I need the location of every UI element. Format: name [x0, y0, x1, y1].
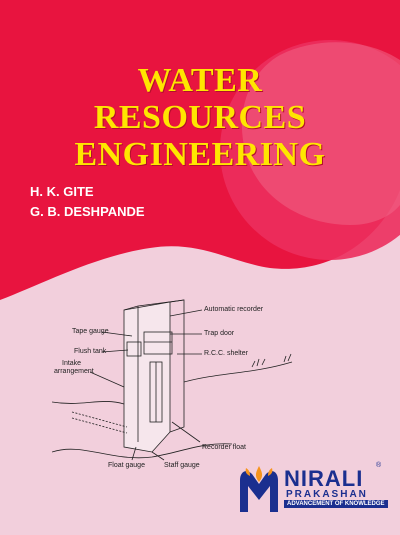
author-2: G. B. DESHPANDE — [30, 204, 145, 219]
label-recorder-float: Recorder float — [202, 444, 246, 451]
author-1: H. K. GITE — [30, 184, 94, 199]
title-line-1: WATER — [137, 62, 263, 99]
publisher-name: NIRALI — [284, 466, 364, 491]
title-line-2: RESOURCES — [93, 99, 307, 136]
label-tape-gauge: Tape gauge — [72, 328, 109, 335]
publisher-sub: PRAKASHAN — [286, 489, 368, 500]
label-trap-door: Trap door — [204, 330, 235, 337]
title-line-3: ENGINEERING — [74, 136, 326, 173]
label-intake-1: Intake — [62, 360, 82, 367]
label-automatic-recorder: Automatic recorder — [204, 306, 264, 313]
label-rcc-shelter: R.C.C. shelter — [204, 350, 248, 357]
publisher-tagline: ADVANCEMENT OF KNOWLEDGE — [284, 500, 388, 508]
label-intake-2: arrangement — [54, 368, 94, 375]
publisher-logo: NIRALI ® PRAKASHAN ADVANCEMENT OF KNOWLE… — [236, 460, 388, 520]
label-flush-tank: Flush tank — [74, 348, 107, 355]
label-staff-gauge: Staff gauge — [164, 462, 200, 469]
book-title: WATER RESOURCES ENGINEERING — [0, 62, 400, 173]
authors: H. K. GITE G. B. DESHPANDE — [30, 182, 145, 222]
label-float-gauge: Float gauge — [108, 462, 145, 469]
stream-gauging-diagram: Automatic recorder Tape gauge Trap door … — [51, 292, 332, 477]
registered-mark: ® — [376, 462, 382, 469]
diagram-drawing — [51, 299, 293, 461]
publisher-emblem-icon — [240, 466, 278, 512]
